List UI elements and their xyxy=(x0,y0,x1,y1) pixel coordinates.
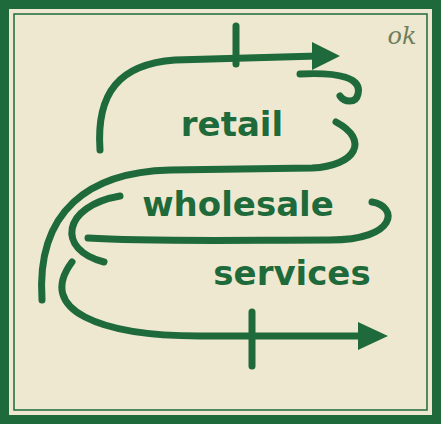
sector-word: retail xyxy=(181,106,283,143)
sector-word: services xyxy=(213,255,370,292)
sector-word: wholesale xyxy=(142,186,334,223)
arrow-head xyxy=(312,42,340,70)
arrow-head xyxy=(358,322,388,350)
handwritten-note: ok xyxy=(388,23,417,49)
ribbon-hook xyxy=(300,74,358,101)
ribbon-tick xyxy=(249,312,256,366)
inner-rule xyxy=(14,14,427,410)
ribbon-loop xyxy=(72,196,120,262)
ribbon-top xyxy=(100,56,318,150)
